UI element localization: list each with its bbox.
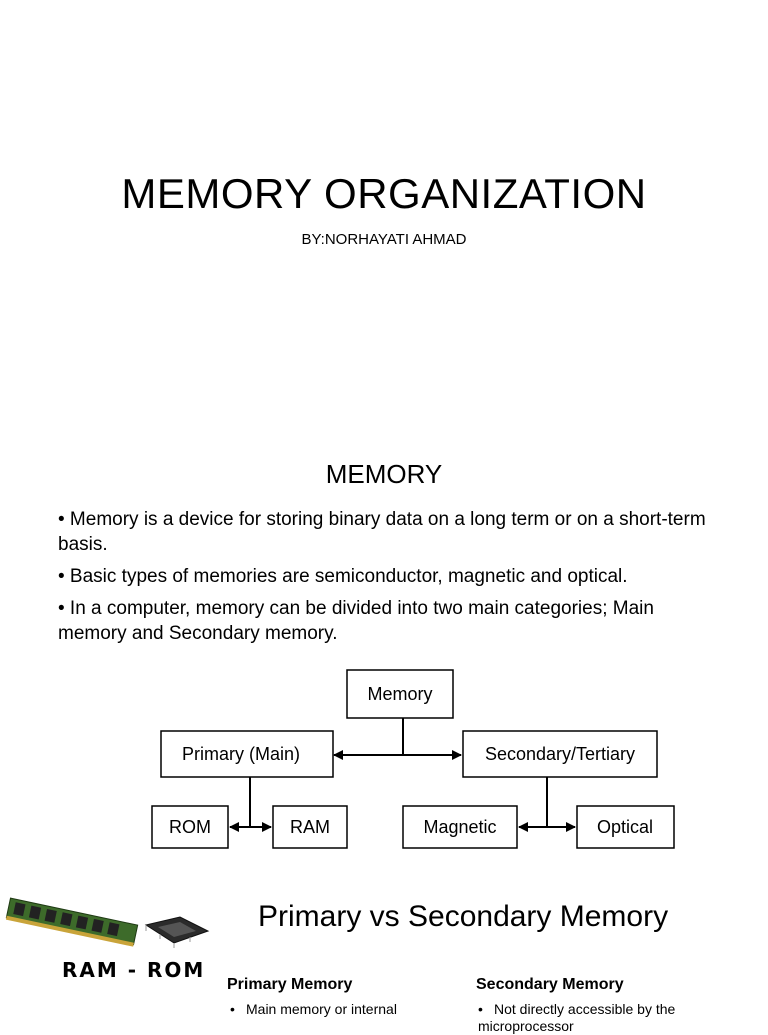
ram-box-label: RAM	[290, 817, 330, 837]
secondary-box-label: Secondary/Tertiary	[485, 744, 635, 764]
secondary-memory-item-text: Not directly accessible by the microproc…	[478, 1001, 676, 1034]
memory-bullet-list: • Memory is a device for storing binary …	[58, 507, 718, 653]
ram-rom-label: RAM - ROM	[62, 958, 206, 982]
rom-box-label: ROM	[169, 817, 211, 837]
primary-vs-secondary-heading: Primary vs Secondary Memory	[258, 900, 669, 933]
memory-hierarchy-diagram: Memory Primary (Main) Secondary/Tertiary…	[151, 669, 675, 849]
optical-box-label: Optical	[597, 817, 653, 837]
primary-memory-heading: Primary Memory	[227, 976, 353, 993]
bullet-item: • Basic types of memories are semiconduc…	[58, 566, 628, 587]
primary-box-label: Primary (Main)	[182, 744, 300, 764]
slide-title: MEMORY ORGANIZATION	[121, 170, 647, 217]
rom-chip-icon	[144, 916, 210, 948]
secondary-box	[462, 730, 658, 778]
optical-box	[576, 805, 675, 849]
secondary-memory-heading: Secondary Memory	[476, 976, 624, 993]
memory-box	[346, 669, 454, 719]
ram-chip-icon	[5, 897, 139, 947]
bullet-item: • In a computer, memory can be divided i…	[58, 598, 654, 644]
primary-memory-item: • Main memory or internal	[230, 1001, 450, 1018]
slide-author: BY:NORHAYATI AHMAD	[301, 231, 467, 248]
secondary-memory-item: •Not directly accessible by the micropro…	[478, 1001, 728, 1035]
primary-memory-item-text: Main memory or internal	[246, 1001, 397, 1017]
bullet-icon: •	[478, 1001, 483, 1017]
ram-rom-image	[5, 897, 210, 948]
rom-box	[151, 805, 229, 849]
primary-box	[160, 730, 334, 778]
ram-box	[272, 805, 348, 849]
bullet-item: • Memory is a device for storing binary …	[58, 509, 706, 555]
bullet-icon: •	[230, 1001, 235, 1017]
memory-box-label: Memory	[367, 684, 432, 704]
memory-heading: MEMORY	[325, 459, 443, 489]
magnetic-box-label: Magnetic	[423, 817, 496, 837]
magnetic-box	[402, 805, 518, 849]
